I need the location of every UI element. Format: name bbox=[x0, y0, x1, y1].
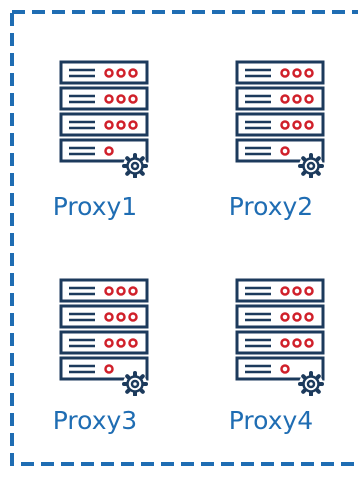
server-rack-with-gear-icon bbox=[59, 278, 149, 396]
proxy-node-label: Proxy4 bbox=[228, 406, 314, 435]
server-rack-with-gear-icon bbox=[235, 60, 325, 178]
server-rack-with-gear-icon bbox=[59, 60, 149, 178]
server-rack-with-gear-icon bbox=[235, 278, 325, 396]
proxy-node-label: Proxy3 bbox=[52, 406, 138, 435]
proxy-node-label: Proxy2 bbox=[228, 192, 314, 221]
proxy-node-label: Proxy1 bbox=[52, 192, 138, 221]
